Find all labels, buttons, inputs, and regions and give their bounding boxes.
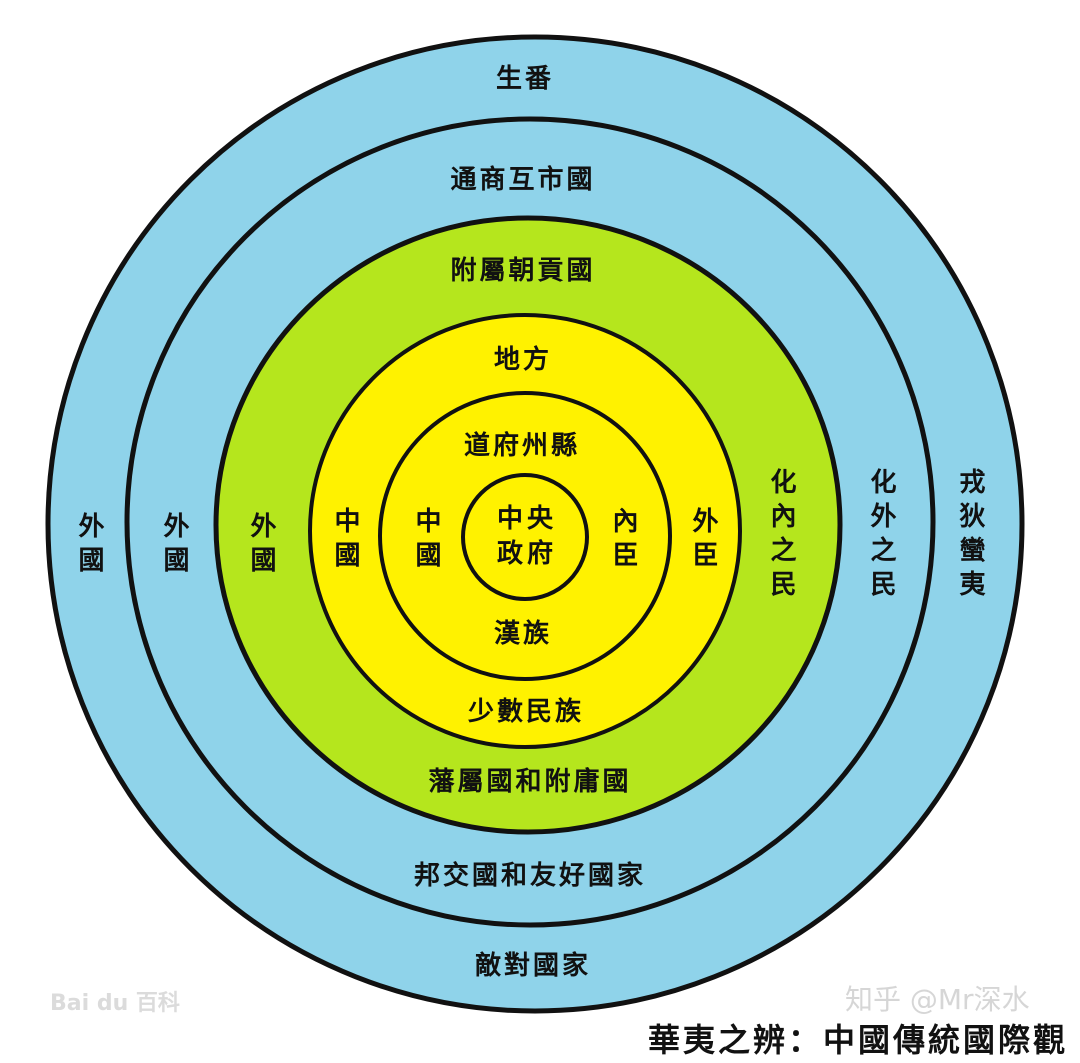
- tributary-left-label: 外國: [246, 512, 276, 580]
- local-top-label: 地方: [493, 345, 553, 375]
- tributary-bottom-label: 藩屬國和附庸國: [428, 767, 632, 797]
- zhihu-watermark: 知乎 @Mr深水: [845, 983, 1030, 1016]
- outer-bottom-label: 敵對國家: [474, 951, 592, 981]
- middle-right-label: 化外之民: [866, 468, 896, 604]
- middle-bottom-label: 邦交國和友好國家: [413, 861, 647, 891]
- outer-left-label: 外國: [74, 512, 104, 580]
- local-left-label: 中國: [330, 507, 360, 575]
- inner-left-label: 中國: [411, 507, 441, 575]
- local-right-label: 外臣: [688, 507, 718, 575]
- inner-right-label: 內臣: [608, 507, 638, 575]
- tributary-right-label: 化內之民: [766, 468, 796, 604]
- center-circle: [461, 473, 589, 601]
- middle-left-label: 外國: [159, 512, 189, 580]
- tributary-top-label: 附屬朝貢國: [450, 256, 596, 286]
- diagram-title: 華夷之辨：中國傳統國際觀: [647, 1021, 1068, 1059]
- local-bottom-label: 少數民族: [467, 697, 585, 727]
- inner-top-label: 道府州縣: [463, 431, 581, 461]
- center-label: 中央政府: [496, 503, 557, 569]
- middle-top-label: 通商互市國: [450, 165, 596, 195]
- outer-top-label: 生番: [495, 64, 555, 94]
- outer-right-label: 戎狄蠻夷: [955, 468, 985, 604]
- inner-bottom-label: 漢族: [493, 619, 553, 649]
- baidu-watermark: Bai du 百科: [50, 991, 180, 1016]
